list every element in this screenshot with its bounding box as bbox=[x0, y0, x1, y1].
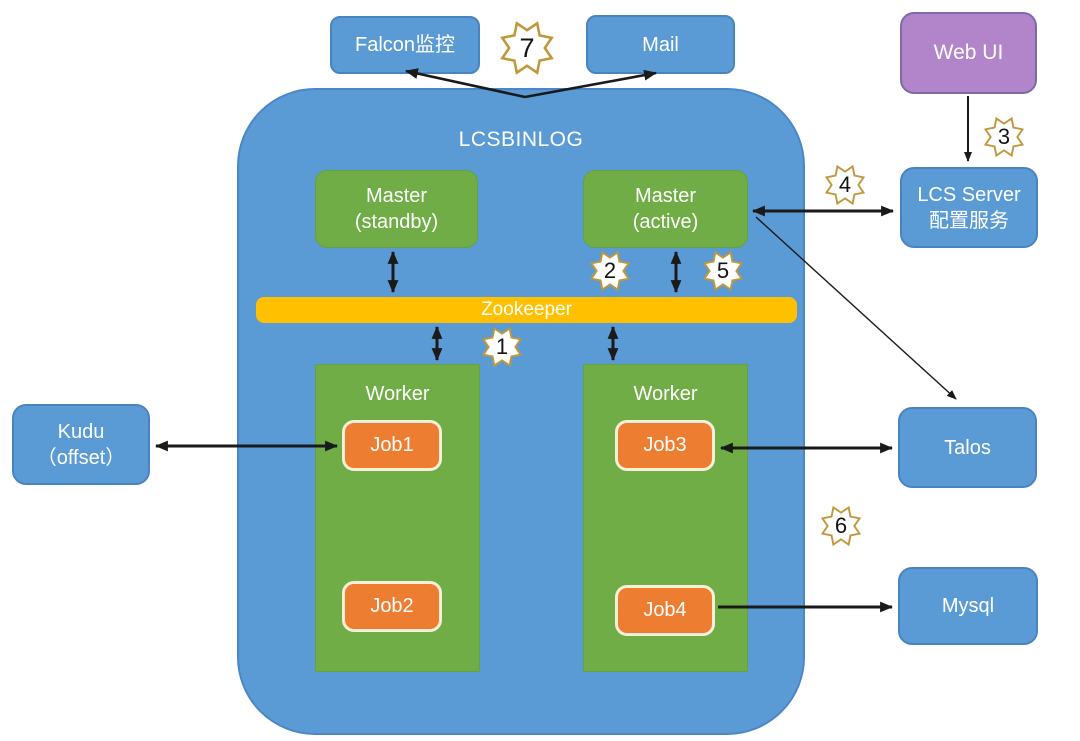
badge-1-number: 1 bbox=[495, 334, 509, 359]
badge-4-number: 4 bbox=[838, 172, 852, 197]
job3-label: Job3 bbox=[643, 434, 687, 456]
kudu-line2: （offset） bbox=[36, 446, 126, 469]
lcsbinlog-title: LCSBINLOG bbox=[458, 128, 584, 151]
badge-5-number: 5 bbox=[716, 258, 730, 283]
worker-right-label: Worker bbox=[633, 383, 698, 405]
job1-box: Job1 bbox=[342, 420, 442, 471]
mysql-box: Mysql bbox=[898, 567, 1038, 645]
master-active-box: Master (active) bbox=[583, 170, 748, 248]
zookeeper-bar: Zookeeper bbox=[256, 297, 797, 323]
webui-label: Web UI bbox=[933, 41, 1004, 64]
star-icon bbox=[820, 505, 862, 547]
job2-label: Job2 bbox=[370, 595, 414, 617]
kudu-line1: Kudu bbox=[57, 420, 105, 443]
job4-box: Job4 bbox=[615, 585, 715, 636]
worker-right-box: Worker Job3 Job4 bbox=[583, 364, 748, 672]
badge-7-number: 7 bbox=[519, 32, 535, 63]
job3-box: Job3 bbox=[615, 420, 715, 471]
badge-6-number: 6 bbox=[834, 513, 848, 538]
talos-box: Talos bbox=[898, 407, 1037, 488]
job1-label: Job1 bbox=[370, 434, 414, 456]
star-icon bbox=[824, 164, 866, 206]
master-active-line1: Master bbox=[634, 185, 697, 207]
step-badge-5: 5 bbox=[702, 250, 744, 292]
master-standby-line1: Master bbox=[365, 185, 428, 207]
master-standby-line2: (standby) bbox=[354, 211, 439, 233]
lcs-server-line2: 配置服务 bbox=[929, 209, 1009, 232]
mail-label: Mail bbox=[642, 33, 679, 56]
step-badge-1: 1 bbox=[481, 326, 523, 368]
star-icon bbox=[589, 250, 631, 292]
star-icon bbox=[983, 116, 1025, 158]
falcon-box: Falcon监控 bbox=[330, 16, 480, 74]
webui-box: Web UI bbox=[900, 12, 1037, 94]
lcs-server-box: LCS Server 配置服务 bbox=[900, 167, 1038, 248]
star-icon bbox=[500, 21, 554, 75]
job4-label: Job4 bbox=[643, 599, 687, 621]
step-badge-6: 6 bbox=[820, 505, 862, 547]
kudu-box: Kudu （offset） bbox=[12, 404, 150, 485]
talos-label: Talos bbox=[944, 436, 991, 459]
mysql-label: Mysql bbox=[941, 595, 995, 617]
zookeeper-label: Zookeeper bbox=[481, 299, 572, 320]
falcon-label: Falcon监控 bbox=[354, 34, 456, 56]
job2-box: Job2 bbox=[342, 581, 442, 632]
step-badge-4: 4 bbox=[824, 164, 866, 206]
star-icon bbox=[481, 326, 523, 368]
step-badge-2: 2 bbox=[589, 250, 631, 292]
step-badge-3: 3 bbox=[983, 116, 1025, 158]
master-standby-box: Master (standby) bbox=[315, 170, 478, 248]
badge-3-number: 3 bbox=[997, 124, 1011, 149]
worker-left-label: Worker bbox=[365, 383, 430, 405]
step-badge-7: 7 bbox=[499, 20, 555, 76]
lcs-server-line1: LCS Server bbox=[917, 183, 1021, 206]
worker-left-box: Worker Job1 Job2 bbox=[315, 364, 480, 672]
master-active-line2: (active) bbox=[632, 211, 699, 233]
star-icon bbox=[702, 250, 744, 292]
mail-box: Mail bbox=[586, 15, 735, 74]
badge-2-number: 2 bbox=[603, 258, 617, 283]
